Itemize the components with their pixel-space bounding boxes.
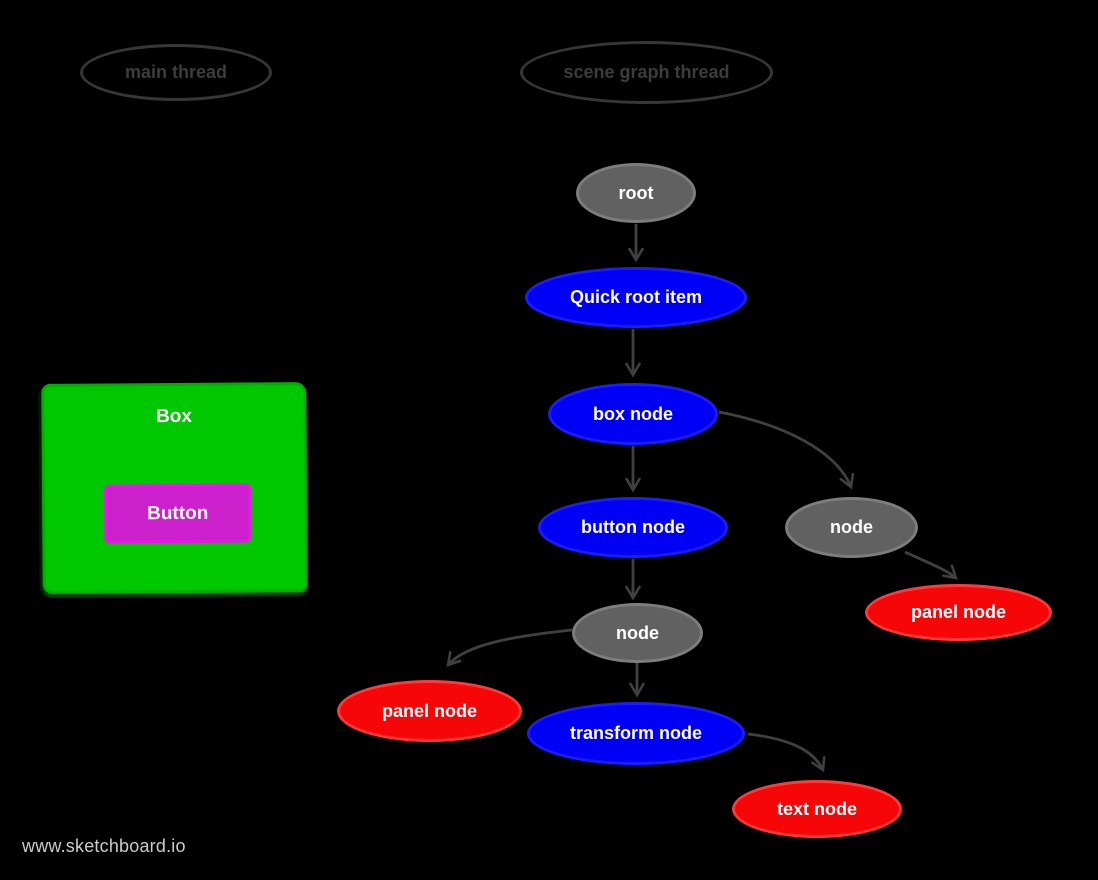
- node-panel-node-left[interactable]: panel node: [337, 680, 522, 742]
- node-label: text node: [776, 798, 857, 819]
- scene-graph-thread-ellipse[interactable]: scene graph thread: [520, 41, 773, 104]
- edge-box-node-right[interactable]: [718, 410, 855, 490]
- node-label: node: [616, 622, 659, 643]
- node-node-right[interactable]: node: [785, 497, 918, 558]
- node-button-node[interactable]: button node: [538, 497, 728, 558]
- node-label: Quick root item: [569, 287, 703, 307]
- edge-node-right-panel-right[interactable]: [904, 550, 958, 580]
- sketchboard-watermark: www.sketchboard.io: [22, 836, 186, 856]
- node-label: button node: [581, 517, 685, 537]
- node-label: panel node: [910, 602, 1006, 622]
- scene-graph-thread-label: scene graph thread: [563, 62, 730, 82]
- button-shape[interactable]: Button: [103, 483, 252, 544]
- node-quick-root-item[interactable]: Quick root item: [525, 267, 747, 328]
- edge-transform-text-node[interactable]: [747, 732, 826, 773]
- node-label: box node: [593, 403, 673, 424]
- node-panel-node-right[interactable]: panel node: [865, 584, 1052, 641]
- node-transform-node[interactable]: transform node: [527, 702, 745, 765]
- box-shape[interactable]: Box Button: [41, 382, 308, 594]
- node-label: root: [618, 182, 654, 203]
- box-label: Box: [155, 405, 193, 428]
- button-label: Button: [146, 502, 209, 524]
- main-thread-label: main thread: [124, 62, 228, 82]
- node-label: panel node: [381, 700, 477, 721]
- node-root[interactable]: root: [576, 163, 696, 223]
- node-node-center[interactable]: node: [572, 603, 703, 663]
- node-label: transform node: [569, 723, 702, 743]
- node-box-node[interactable]: box node: [548, 383, 718, 445]
- main-thread-ellipse[interactable]: main thread: [80, 44, 272, 101]
- node-text-node[interactable]: text node: [732, 780, 902, 838]
- node-label: node: [830, 517, 873, 537]
- edge-node-center-panel-left[interactable]: [446, 628, 573, 667]
